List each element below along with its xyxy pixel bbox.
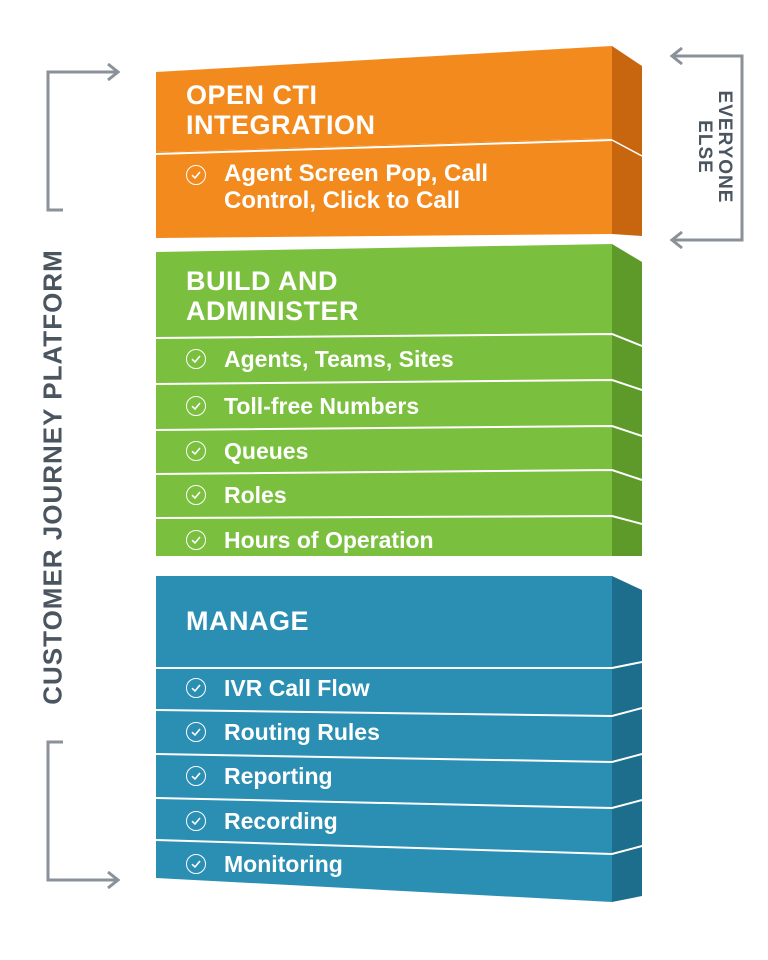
everyone-else-label: EVERYONE ELSE <box>694 90 735 204</box>
manage-item-label: IVR Call Flow <box>224 675 370 701</box>
everyone-else-line2: ELSE <box>694 120 715 174</box>
manage-item: IVR Call Flow <box>186 675 370 701</box>
cti-block-shape <box>155 46 643 238</box>
cti-block-title: OPEN CTI INTEGRATION <box>186 80 376 140</box>
check-circle-icon <box>186 165 206 185</box>
manage-item: Reporting <box>186 763 333 789</box>
cti-title-line2: INTEGRATION <box>186 110 376 140</box>
cti-item-line2: Control, Click to Call <box>224 187 461 214</box>
check-circle-icon <box>186 854 206 874</box>
check-circle-icon <box>186 678 206 698</box>
check-circle-icon <box>186 530 206 550</box>
cti-title-line1: OPEN CTI <box>186 80 318 110</box>
build-item-label: Roles <box>224 482 287 508</box>
manage-block-shape <box>155 576 643 902</box>
cti-item-text: Agent Screen Pop, Call Control, Click to… <box>224 160 488 214</box>
check-circle-icon <box>186 811 206 831</box>
build-item: Hours of Operation <box>186 527 434 553</box>
manage-item: Routing Rules <box>186 719 380 745</box>
build-item-label: Queues <box>224 438 309 464</box>
check-circle-icon <box>186 349 206 369</box>
everyone-else-line1: EVERYONE <box>714 90 735 204</box>
build-title-line1: BUILD AND <box>186 266 338 296</box>
customer-journey-platform-label: CUSTOMER JOURNEY PLATFORM <box>37 249 68 705</box>
build-block-title: BUILD AND ADMINISTER <box>186 266 359 326</box>
left-bracket <box>46 62 121 890</box>
build-item: Queues <box>186 438 308 464</box>
manage-item-label: Monitoring <box>224 851 343 877</box>
build-item: Agents, Teams, Sites <box>186 346 454 372</box>
build-title-line2: ADMINISTER <box>186 296 359 326</box>
cti-item-line1: Agent Screen Pop, Call <box>224 160 489 187</box>
build-block-shape <box>155 244 643 556</box>
check-circle-icon <box>186 396 206 416</box>
build-item: Roles <box>186 482 287 508</box>
manage-item-label: Routing Rules <box>224 719 380 745</box>
check-circle-icon <box>186 485 206 505</box>
check-circle-icon <box>186 441 206 461</box>
build-item-label: Toll-free Numbers <box>224 393 420 419</box>
manage-item-label: Recording <box>224 808 338 834</box>
manage-item: Monitoring <box>186 851 343 877</box>
manage-item-label: Reporting <box>224 763 333 789</box>
build-item: Toll-free Numbers <box>186 393 419 419</box>
build-item-label: Hours of Operation <box>224 527 434 553</box>
manage-block-title: MANAGE <box>186 606 309 636</box>
manage-item: Recording <box>186 808 338 834</box>
build-item-label: Agents, Teams, Sites <box>224 346 454 372</box>
right-bracket <box>669 46 744 250</box>
check-circle-icon <box>186 722 206 742</box>
cti-item-screen-pop: Agent Screen Pop, Call Control, Click to… <box>186 160 488 214</box>
check-circle-icon <box>186 766 206 786</box>
